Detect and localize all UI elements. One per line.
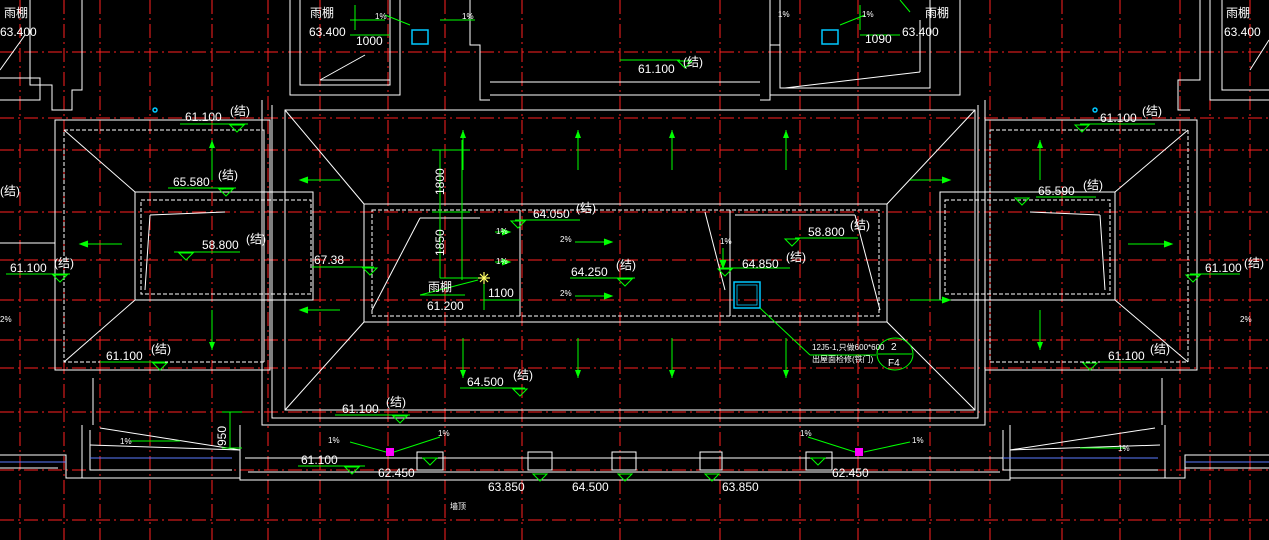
label-jie-left-top: (结) (230, 104, 250, 118)
label-elev-64250: 64.250 (571, 265, 608, 279)
label-jie-58800-right: (结) (850, 218, 870, 232)
label-slope-2-c2: 2% (560, 289, 572, 298)
label-slope-1-j: 1% (438, 429, 450, 438)
label-elev-63400-b: 63.400 (309, 25, 346, 39)
label-jie-64050: (结) (576, 201, 596, 215)
label-elev-63400-c: 63.400 (902, 25, 939, 39)
detail-note-1: 12J5-1,只做600*600 (812, 342, 885, 352)
label-elev-61100-bc: 61.100 (342, 402, 379, 416)
label-jie-64500: (结) (513, 368, 533, 382)
label-elev-65580: 65.580 (173, 175, 210, 189)
detail-callout-bubble (876, 337, 914, 371)
star-marker-icon (478, 272, 490, 284)
label-elev-61100-lb: 61.100 (106, 349, 143, 363)
label-elev-58800-right: 58.800 (808, 225, 845, 239)
label-elev-61200: 61.200 (427, 299, 464, 313)
label-jie-61100-right: (结) (1244, 256, 1264, 270)
label-slope-1-d: 1% (862, 10, 874, 19)
label-jie-61100-left-edge: (结) (0, 184, 20, 198)
detail-note-2: 出屋面检修(铁门) (812, 354, 874, 364)
label-canopy-tr: 雨棚 (1226, 5, 1250, 20)
label-elev-64050: 64.050 (533, 207, 570, 221)
label-jie-64250: (结) (616, 258, 636, 272)
label-slope-1-m: 1% (1118, 444, 1130, 453)
detail-callout-sheet: F4 (888, 358, 900, 369)
gutter-lines (0, 457, 1269, 463)
label-slope-1-b: 1% (462, 12, 474, 21)
label-slope-2-left: 2% (0, 315, 12, 324)
label-jie-bc: (结) (386, 395, 406, 409)
label-jie-58800-left: (结) (246, 232, 266, 246)
label-slope-2-right: 2% (1240, 315, 1252, 324)
label-dim-950: 950 (215, 426, 229, 446)
label-jie-right-top: (结) (1142, 104, 1162, 118)
floor-drains (386, 448, 863, 456)
label-elev-61100-right-top: 61.100 (1100, 111, 1137, 125)
label-canopy-ml: 雨棚 (310, 5, 334, 20)
label-slope-1-i: 1% (328, 436, 340, 445)
label-slope-1-a: 1% (375, 12, 387, 21)
label-bottom-note: 墙顶 (450, 501, 466, 511)
label-slope-1-h: 1% (120, 437, 132, 446)
annotation-lines (6, 0, 1240, 467)
label-dim-1090: 1090 (865, 32, 892, 46)
label-slope-2-c1: 2% (560, 235, 572, 244)
label-dim-1100: 1100 (488, 286, 514, 300)
label-elev-63850-r: 63.850 (722, 480, 759, 494)
label-dim-1800: 1800 (433, 168, 447, 195)
label-canopy-mr: 雨棚 (925, 5, 949, 20)
label-slope-1-e: 1% (496, 227, 508, 236)
label-jie-65590: (结) (1083, 178, 1103, 192)
label-elev-61100-bl: 61.100 (301, 453, 338, 467)
roof-hatch (733, 281, 761, 309)
label-elev-61100-right: 61.100 (1205, 261, 1242, 275)
label-dim-1850: 1850 (433, 229, 447, 256)
label-elev-63850-l: 63.850 (488, 480, 525, 494)
label-elev-62450-l: 62.450 (378, 466, 415, 480)
label-jie-61100-left: (结) (54, 256, 74, 270)
label-elev-6738: 67.38 (314, 253, 344, 267)
label-elev-61100-left-top: 61.100 (185, 110, 222, 124)
label-slope-1-k: 1% (800, 429, 812, 438)
label-elev-64500: 64.500 (467, 375, 504, 389)
label-elev-65590: 65.590 (1038, 184, 1075, 198)
label-elev-61100-top: 61.100 (638, 62, 675, 76)
label-slope-1-l: 1% (912, 436, 924, 445)
label-dim-1000: 1000 (356, 34, 383, 48)
drainage-arrows (78, 5, 1174, 453)
label-elev-63400-a: 63.400 (0, 25, 37, 39)
label-jie-65580: (结) (218, 168, 238, 182)
label-elev-62450-r: 62.450 (832, 466, 869, 480)
detail-callout-number: 2 (891, 342, 897, 353)
label-canopy-tl: 雨棚 (4, 5, 28, 20)
label-jie-rb: (结) (1150, 342, 1170, 356)
label-slope-1-f: 1% (496, 257, 508, 266)
label-elev-61100-left: 61.100 (10, 261, 47, 275)
label-elev-64500-b: 64.500 (572, 480, 609, 494)
wall-outlines (0, 0, 1269, 481)
label-slope-1-c: 1% (778, 10, 790, 19)
label-elev-61100-rb: 61.100 (1108, 349, 1145, 363)
label-elev-64850: 64.850 (742, 257, 779, 271)
label-jie-lb: (结) (151, 342, 171, 356)
roof-drains (152, 29, 1098, 309)
label-elev-63400-d: 63.400 (1224, 25, 1261, 39)
label-slope-1-g: 1% (720, 237, 732, 246)
label-canopy-c: 雨棚 (428, 279, 452, 294)
label-elev-58800-left: 58.800 (202, 238, 239, 252)
label-jie-64850: (结) (786, 250, 806, 264)
drawing-labels: 雨棚 63.400 雨棚 63.400 1000 1% 1% 61.100 (结… (0, 5, 1264, 511)
label-jie-top: (结) (683, 55, 703, 69)
